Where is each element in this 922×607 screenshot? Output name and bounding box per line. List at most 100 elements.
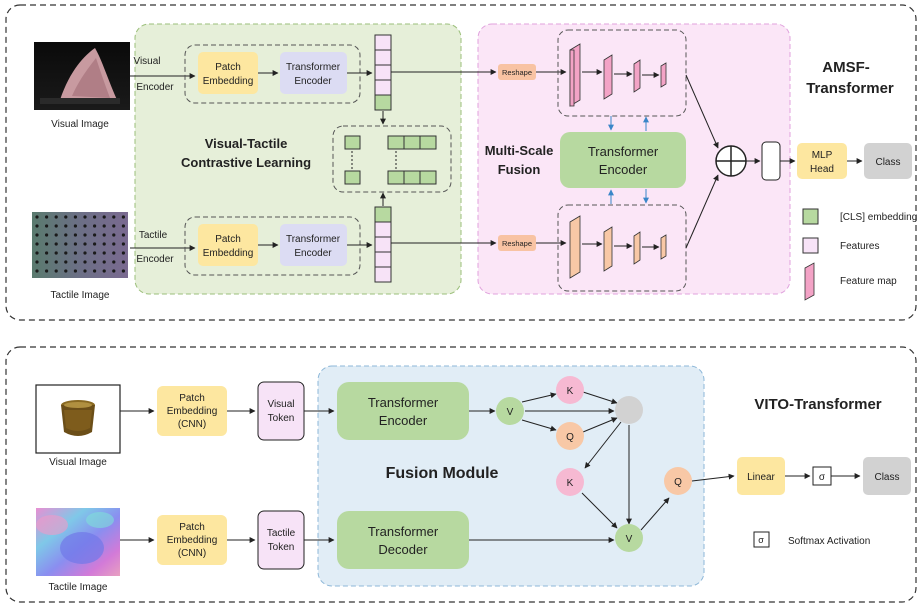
tactile-encoder-label: Tactile <box>139 230 168 241</box>
tactile-marker-dot <box>121 242 125 246</box>
patch-cnn-text: Patch <box>179 522 205 533</box>
node-k-text: K <box>567 386 574 397</box>
patch-cnn-text-3: (CNN) <box>178 419 206 430</box>
rainbow-tactile-image <box>36 508 120 576</box>
contrastive-title: Visual-Tactile <box>205 136 288 151</box>
visual-pyramid-group <box>557 29 687 117</box>
tactile-marker-dot <box>112 233 116 237</box>
arrow <box>691 473 735 482</box>
transformer-encoder-text-2: Encoder <box>294 248 332 259</box>
tactile-marker-dot <box>93 260 97 264</box>
visual-transformer-encoder <box>280 52 347 94</box>
patch-cnn-text: Patch <box>179 393 205 404</box>
tactile-marker-dot <box>64 251 68 255</box>
arrow <box>521 419 557 432</box>
tactile-marker-dot <box>73 242 77 246</box>
tactile-marker-dot <box>121 224 125 228</box>
class-output-bottom <box>863 457 911 495</box>
tactile-marker-dot <box>83 269 87 273</box>
class-text: Class <box>874 472 899 483</box>
multiscale-title: Multi-Scale <box>485 143 554 158</box>
tactile-marker-dot <box>93 224 97 228</box>
node-q-text: Q <box>566 432 574 443</box>
tactile-marker-dot <box>102 233 106 237</box>
node-k-top <box>556 376 584 404</box>
arrow <box>582 391 618 405</box>
tactile-marker-dot <box>102 215 106 219</box>
attention-node <box>615 396 643 424</box>
contrastive-title-2: Contrastive Learning <box>181 155 311 170</box>
vito-section-border <box>5 346 917 603</box>
tactile-marker-dot <box>54 251 58 255</box>
tactile-encoder-label-2: Encoder <box>136 254 174 265</box>
visual-patch-cnn <box>157 386 227 436</box>
cls-token <box>344 170 361 185</box>
reshape-box-visual <box>498 64 536 80</box>
node-v-bottom <box>615 524 643 552</box>
tactile-marker-dot <box>121 260 125 264</box>
tactile-marker-dot <box>54 260 58 264</box>
tactile-marker-dot <box>83 215 87 219</box>
tactile-marker-dot <box>73 233 77 237</box>
visual-encoder-label: Visual <box>133 56 160 67</box>
visual-token-stack <box>374 34 392 111</box>
patch-embedding-text: Patch <box>215 62 241 73</box>
reshape-text: Reshape <box>502 239 532 248</box>
vito-encoder-text: Transformer <box>368 395 439 410</box>
tactile-marker-dot <box>54 242 58 246</box>
fused-feature-box <box>761 141 781 181</box>
tactile-marker-dot <box>83 260 87 264</box>
tactile-marker-dot <box>83 233 87 237</box>
cls-row-bottom <box>387 170 437 185</box>
tactile-patch-embedding <box>198 224 258 266</box>
tactile-marker-dot <box>45 260 49 264</box>
visual-token-text-2: Token <box>268 413 295 424</box>
tactile-image-label: Tactile Image <box>51 290 110 301</box>
arrow <box>581 492 618 529</box>
tactile-feature-maps <box>569 215 667 279</box>
tactile-marker-dot <box>45 269 49 273</box>
tactile-marker-dot <box>54 224 58 228</box>
tactile-marker-dot <box>45 242 49 246</box>
tactile-marker-dot <box>73 224 77 228</box>
patch-embedding-text-2: Embedding <box>203 248 254 259</box>
visual-patch-embedding <box>198 52 258 94</box>
tactile-marker-dot <box>54 233 58 237</box>
tactile-marker-dot <box>35 269 39 273</box>
tactile-marker-dot <box>112 260 116 264</box>
tactile-marker-dot <box>102 269 106 273</box>
arrow <box>521 392 557 403</box>
tactile-marker-dot <box>35 215 39 219</box>
tactile-marker-dot <box>102 224 106 228</box>
node-q-top <box>556 422 584 450</box>
tactile-token-text: Tactile <box>267 528 296 539</box>
tactile-marker-dot <box>83 242 87 246</box>
amsf-title: AMSF- <box>822 59 870 76</box>
transformer-encoder-text: Transformer <box>286 62 341 73</box>
reshape-box-tactile <box>498 235 536 251</box>
vito-transformer-decoder <box>337 511 469 569</box>
tactile-marker-dot <box>35 242 39 246</box>
fusion-transformer-encoder <box>560 132 686 188</box>
legend-cls-swatch <box>802 208 819 225</box>
arrow <box>685 174 719 249</box>
visual-image-label: Visual Image <box>51 119 109 130</box>
tactile-marker-dot <box>93 233 97 237</box>
cls-row-top <box>387 135 437 150</box>
vito-decoder-text-2: Decoder <box>378 542 428 557</box>
tactile-marker-dot <box>121 251 125 255</box>
arrow <box>685 74 719 149</box>
arrow <box>582 417 618 433</box>
softmax-legend-label: Softmax Activation <box>788 536 870 547</box>
tactile-marker-dot <box>112 215 116 219</box>
multiscale-title-2: Fusion <box>498 162 541 177</box>
tactile-marker-dot <box>102 260 106 264</box>
vito-encoder-text-2: Encoder <box>379 413 428 428</box>
node-q-text: Q <box>674 477 682 488</box>
visual-image <box>34 42 130 110</box>
tactile-marker-dot <box>73 260 77 264</box>
tactile-marker-dot <box>45 215 49 219</box>
vito-decoder-text: Transformer <box>368 524 439 539</box>
tactile-marker-dot <box>54 215 58 219</box>
legend-features-swatch <box>802 237 819 254</box>
